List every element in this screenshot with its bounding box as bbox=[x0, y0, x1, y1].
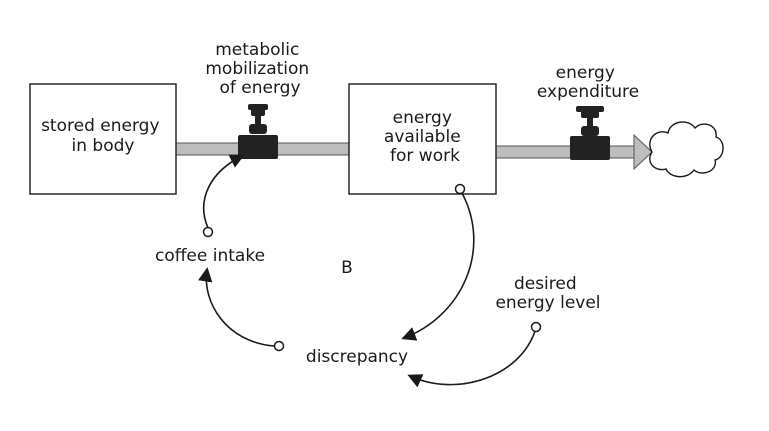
valve-icon bbox=[570, 106, 610, 160]
stored-energy-label: stored energy in body bbox=[41, 116, 165, 156]
energy-available-label: energy available for work bbox=[384, 108, 466, 166]
balancing-loop-marker: B bbox=[341, 258, 353, 278]
coffee-intake-label: coffee intake bbox=[155, 246, 265, 266]
link-discrepancy-to-coffee bbox=[198, 267, 285, 352]
cloud-sink-icon bbox=[649, 121, 724, 178]
valve-icon bbox=[238, 104, 278, 159]
link-coffee-to-mobilization bbox=[202, 154, 245, 238]
link-energy-available-to-discrepancy bbox=[401, 183, 475, 341]
discrepancy-label: discrepancy bbox=[306, 347, 408, 367]
stock-stored-energy bbox=[29, 83, 177, 195]
stock-energy-available bbox=[348, 83, 497, 195]
desired-energy-level-label: desired energy level bbox=[495, 274, 600, 313]
link-desired-to-discrepancy bbox=[407, 321, 542, 388]
metabolic-mobilization-label: metabolic mobilization of energy bbox=[205, 40, 314, 98]
energy-expenditure-label: energy expenditure bbox=[537, 63, 639, 102]
flow-arrowhead bbox=[633, 133, 653, 171]
